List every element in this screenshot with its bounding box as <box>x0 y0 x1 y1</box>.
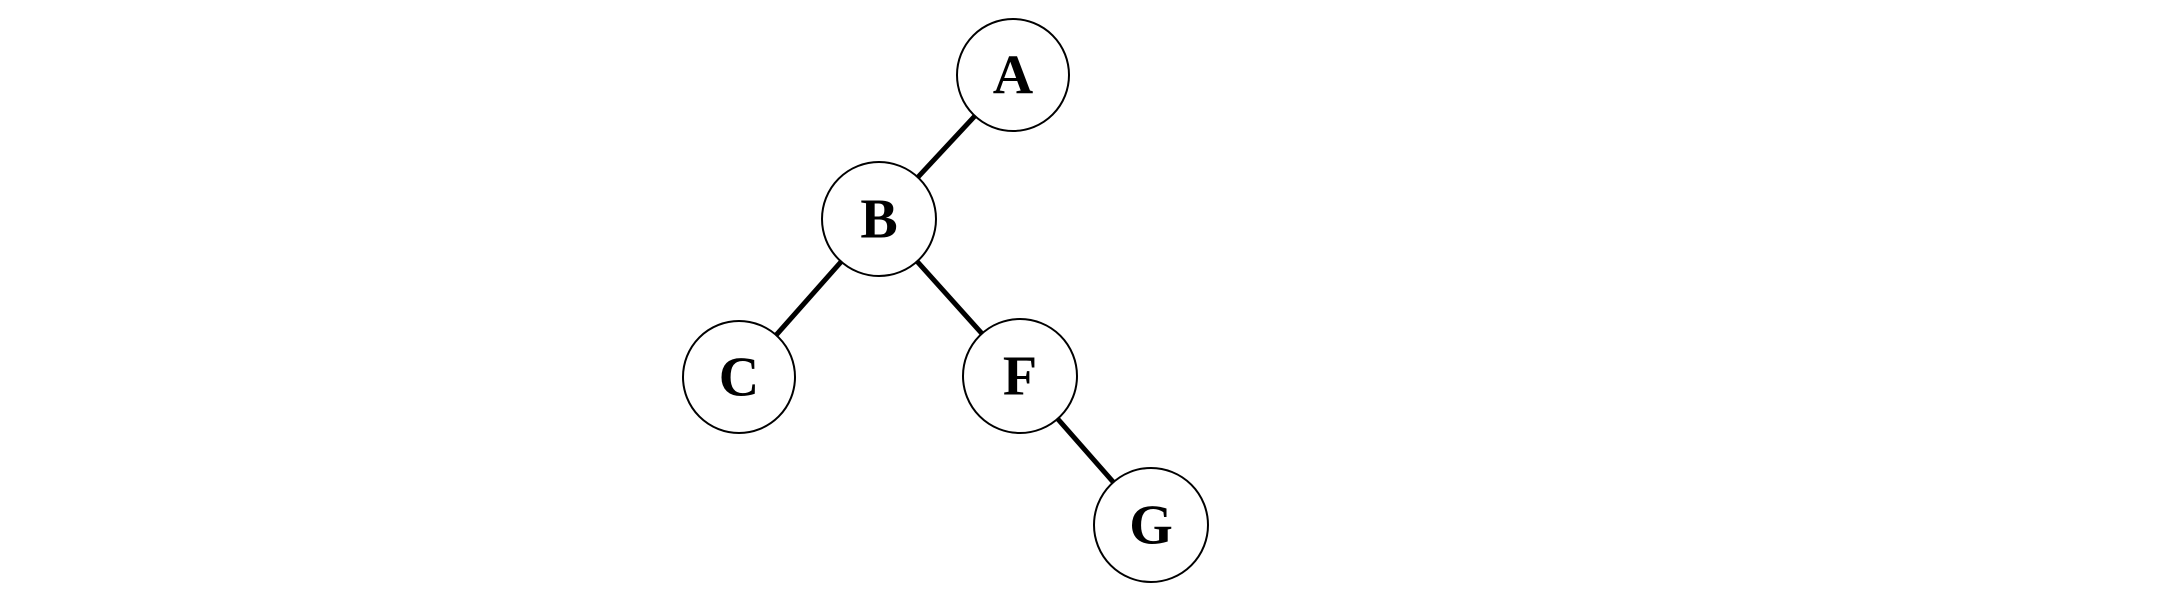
node-label-G: G <box>1129 494 1173 556</box>
node-circle-F <box>962 318 1078 434</box>
node-circle-C <box>682 320 796 434</box>
node-circle-B <box>821 161 937 277</box>
node-label-C: C <box>719 346 759 408</box>
node-label-A: A <box>993 44 1034 106</box>
node-label-B: B <box>860 188 897 250</box>
node-circle-A <box>956 18 1070 132</box>
node-B: B <box>821 161 937 277</box>
node-F: F <box>962 318 1078 434</box>
node-circle-G <box>1093 467 1209 583</box>
node-label-F: F <box>1003 345 1037 407</box>
node-A: A <box>956 18 1070 132</box>
node-G: G <box>1093 467 1209 583</box>
node-C: C <box>682 320 796 434</box>
